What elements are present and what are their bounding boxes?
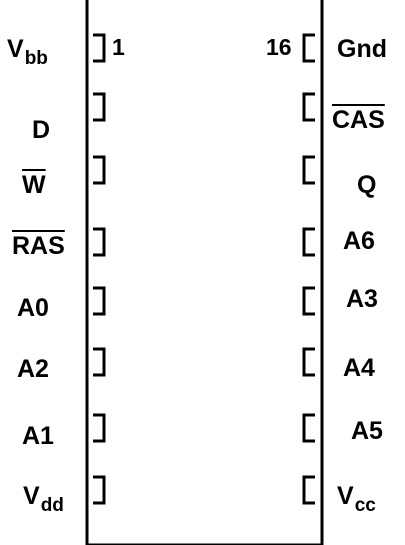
right-pin-label-9-text: V [337, 482, 354, 510]
right-pin-tab-13 [302, 227, 315, 257]
right-pin-label-11-text: A4 [343, 354, 375, 382]
right-pin-tab-9 [302, 475, 315, 505]
left-pin-label-8-subscript: dd [40, 495, 64, 516]
left-pin-label-3: W [22, 173, 46, 198]
right-pin-tab-15 [302, 92, 315, 122]
right-pin-tab-16 [302, 33, 315, 63]
left-pin-tab-5 [93, 286, 106, 316]
right-pin-tab-14 [302, 155, 315, 185]
right-pin-label-13: A6 [343, 229, 375, 254]
left-pin-label-6-text: A2 [17, 355, 49, 383]
right-pin-label-12: A3 [346, 287, 378, 312]
left-pin-label-8: Vdd [23, 482, 64, 516]
left-pin-tab-4 [93, 227, 106, 257]
left-pin-label-2: D [32, 118, 50, 143]
right-pin-tab-12 [302, 286, 315, 316]
left-pin-label-7-text: A1 [22, 422, 54, 450]
left-pin-label-5: A0 [17, 296, 49, 321]
right-pin-label-10: A5 [351, 419, 383, 444]
right-pin-label-13-text: A6 [343, 227, 375, 255]
chip-body-outline [85, 0, 324, 545]
pin-number-16: 16 [266, 34, 292, 60]
left-pin-tab-2 [93, 92, 106, 122]
left-pin-tab-8 [93, 475, 106, 505]
left-pin-tab-7 [93, 413, 106, 443]
right-pin-label-16: Gnd [337, 37, 387, 62]
left-pin-label-8-text: V [23, 482, 40, 510]
left-pin-label-2-text: D [32, 116, 51, 144]
left-pin-label-4: RAS [12, 234, 65, 259]
left-pin-label-1-subscript: bb [24, 48, 48, 69]
left-pin-tab-3 [93, 155, 106, 185]
right-pin-tab-11 [302, 347, 315, 377]
right-pin-label-9-subscript: cc [354, 495, 376, 516]
pin-number-1: 1 [112, 34, 125, 60]
left-pin-label-3-text: W [22, 171, 46, 199]
right-pin-label-11: A4 [343, 356, 375, 381]
right-pin-label-15-text: CAS [332, 106, 385, 134]
left-pin-label-1-text: V [7, 35, 24, 63]
right-pin-label-15: CAS [332, 108, 385, 133]
right-pin-label-16-text: Gnd [337, 35, 387, 63]
left-pin-label-6: A2 [17, 357, 49, 382]
right-pin-tabs [302, 33, 315, 505]
right-pin-tab-10 [302, 413, 315, 443]
left-pin-label-7: A1 [22, 424, 54, 449]
left-pin-tab-1 [93, 33, 106, 63]
left-pin-tab-6 [93, 347, 106, 377]
left-pin-label-5-text: A0 [17, 294, 49, 322]
left-pin-tabs [93, 33, 106, 505]
right-pin-label-12-text: A3 [346, 285, 378, 313]
right-pin-label-10-text: A5 [351, 417, 383, 445]
right-pin-label-14: Q [357, 173, 376, 198]
right-pin-label-14-text: Q [357, 171, 377, 199]
left-pin-label-1: Vbb [7, 35, 48, 69]
right-pin-label-9: Vcc [337, 482, 376, 516]
left-pin-label-4-text: RAS [12, 232, 65, 260]
